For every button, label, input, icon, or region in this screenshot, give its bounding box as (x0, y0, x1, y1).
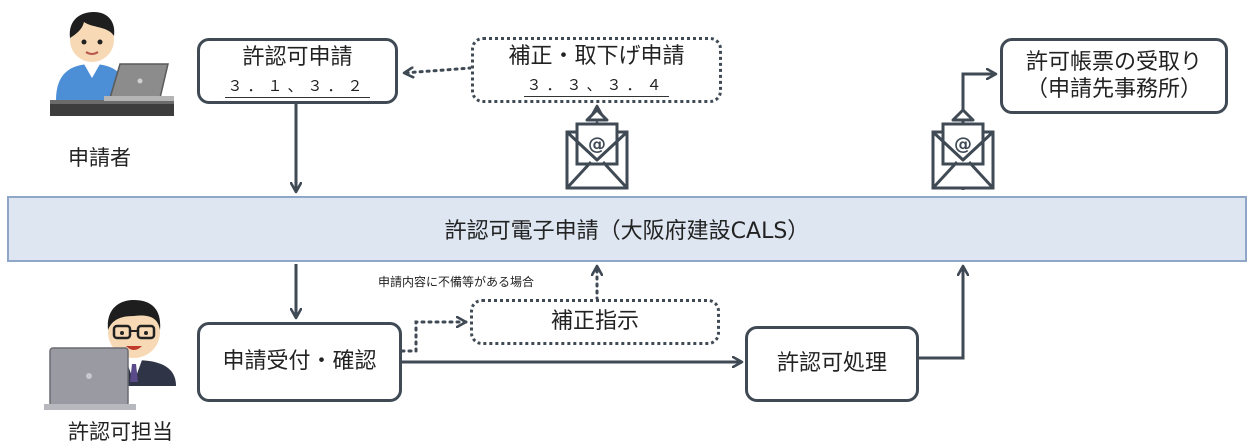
arrow-amendment-to-apply (402, 68, 473, 73)
amendment-box-section-ref: ３．３、３．４ (524, 74, 669, 98)
permit-receipt-line1: 許可帳票の受取り (1025, 49, 1202, 75)
receive-check-title: 申請受付・確認 (222, 349, 377, 375)
processing-box[interactable]: 許認可処理 (745, 326, 919, 402)
amendment-box[interactable]: 補正・取下げ申請 ３．３、３．４ (471, 37, 722, 103)
permit-receipt-box[interactable]: 許可帳票の受取り （申請先事務所） (1000, 38, 1228, 114)
correction-box[interactable]: 補正指示 (470, 299, 720, 345)
apply-box[interactable]: 許認可申請 ３．１、３．２ (197, 38, 398, 104)
svg-text:@: @ (588, 134, 606, 155)
svg-text:@: @ (954, 134, 972, 155)
apply-box-title: 許認可申請 (242, 44, 353, 70)
amendment-box-title: 補正・取下げ申請 (508, 43, 685, 69)
permit-receipt-line2: （申請先事務所） (1025, 77, 1202, 102)
applicant-label: 申請者 (68, 146, 131, 170)
defect-note: 申請内容に不備等がある場合 (378, 275, 535, 289)
system-banner[interactable]: 許認可電子申請（大阪府建設CALS） (7, 196, 1247, 262)
processing-box-title: 許認可処理 (776, 351, 887, 377)
staff-label: 許認可担当 (68, 420, 173, 444)
receive-check-box[interactable]: 申請受付・確認 (197, 322, 402, 402)
arrow-processing-to-system (919, 266, 963, 360)
arrow-receive-to-correction (400, 322, 468, 353)
mail-icon: @ (931, 108, 995, 190)
apply-box-section-ref: ３．１、３．２ (225, 75, 370, 99)
mail-icon: @ (565, 108, 629, 190)
applicant-person-icon (50, 12, 174, 116)
correction-box-title: 補正指示 (550, 309, 639, 335)
staff-person-icon (44, 300, 176, 410)
